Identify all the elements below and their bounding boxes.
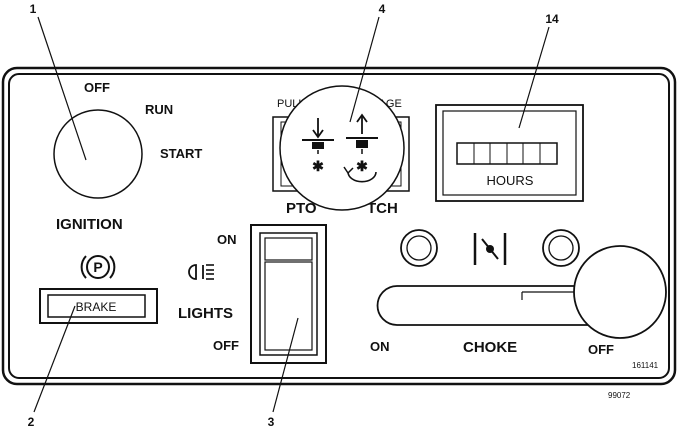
pto-label-left: PTO [286, 200, 317, 217]
hour-meter-digits [456, 142, 558, 165]
figure-code: 99072 [608, 391, 631, 400]
ignition-start-label: START [160, 146, 202, 161]
ignition-label: IGNITION [56, 216, 123, 233]
parking-brake-symbol: P [93, 259, 102, 275]
panel-inner-border [8, 73, 670, 379]
choke-indicator-right [542, 229, 580, 267]
svg-text:✱: ✱ [356, 158, 368, 174]
panel-part-code: 161141 [632, 361, 659, 370]
ignition-run-label: RUN [145, 102, 173, 117]
callout-2-leader [33, 305, 76, 413]
headlight-icon [188, 264, 214, 280]
callout-1-number: 1 [30, 2, 37, 16]
callout-14-number: 14 [545, 12, 559, 26]
callout-3-number: 3 [268, 415, 275, 429]
lights-label: LIGHTS [178, 305, 233, 322]
callout-14-leader [518, 26, 550, 129]
lights-rocker-switch[interactable] [250, 224, 327, 364]
callout-1-leader [37, 16, 87, 161]
callout-4-leader [349, 16, 380, 123]
pto-detail-zoom-circle [279, 85, 405, 211]
callout-3-leader [272, 317, 299, 413]
pto-label-right: TCH [367, 200, 398, 217]
lights-on-label: ON [217, 232, 237, 247]
hour-meter-label: HOURS [487, 173, 534, 188]
parking-brake-icon: P [80, 255, 116, 279]
lights-off-label: OFF [213, 338, 239, 353]
choke-off-label: OFF [588, 342, 614, 357]
svg-text:✱: ✱ [312, 158, 324, 174]
choke-symbol-icon [473, 233, 507, 265]
ignition-key-switch[interactable] [53, 109, 143, 199]
choke-indicator-left [400, 229, 438, 267]
brake-indicator-label: BRAKE [76, 300, 117, 314]
ignition-off-label: OFF [84, 80, 110, 95]
pto-disengage-icon: ✱ [302, 118, 334, 174]
choke-on-label: ON [370, 339, 390, 354]
callout-2-number: 2 [28, 415, 35, 429]
pto-engage-icon: ✱ [343, 113, 378, 183]
choke-label: CHOKE [463, 339, 517, 356]
choke-knob[interactable] [573, 245, 667, 339]
choke-slot [376, 285, 601, 326]
callout-4-number: 4 [379, 2, 386, 16]
